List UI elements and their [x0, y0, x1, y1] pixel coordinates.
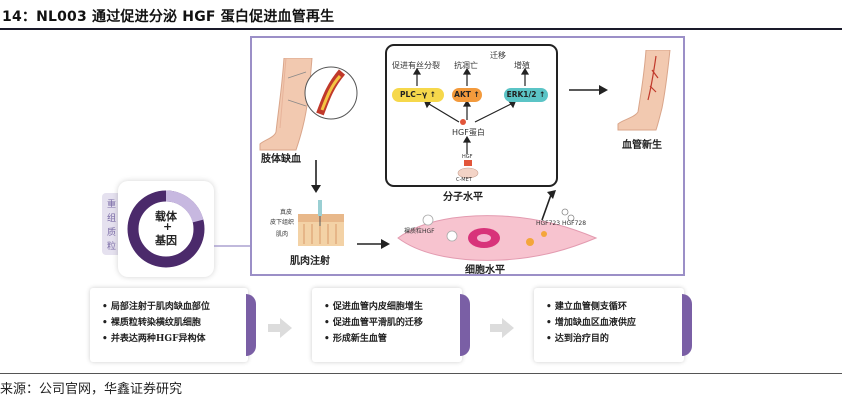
side-tag-char: 组	[107, 214, 117, 224]
pill-plc-gamma: PLC−γ ↑	[392, 88, 444, 102]
molecular-box	[385, 44, 558, 187]
down-arrow-icon	[311, 160, 321, 193]
cmet-label: C-MET	[456, 177, 472, 183]
effect-anti-apoptosis: 抗凋亡	[454, 61, 478, 70]
card-item: 并表达两种HGF异构体	[102, 331, 248, 347]
card-item: 裸质粒转染横纹肌细胞	[102, 315, 248, 331]
card-item: 达到治疗目的	[546, 331, 684, 347]
hgf-protein-label: HGF蛋白	[452, 128, 485, 137]
layer-subcutaneous: 皮下组织	[270, 219, 295, 226]
plasmid-hgf-label: 裸质粒HGF	[404, 228, 435, 235]
gray-arrow-icon	[268, 318, 292, 338]
pill-akt: AKT ↑	[452, 88, 482, 102]
cell-level-label: 细胞水平	[465, 265, 505, 276]
layer-muscle: 肌肉	[276, 231, 289, 238]
figure-title: 14：NL003 通过促进分泌 HGF 蛋白促进血管再生	[2, 9, 335, 25]
up-arrow-icon	[541, 190, 556, 221]
injection-label: 肌肉注射	[290, 256, 330, 267]
effect-proliferation: 增殖	[514, 61, 530, 70]
side-tag-char: 重	[107, 200, 117, 210]
pill-erk: ERK1/2 ↑	[504, 88, 548, 102]
source-note: 来源：公司官网，华鑫证券研究	[0, 382, 183, 397]
molecular-level-label: 分子水平	[443, 192, 483, 203]
healthy-leg-icon	[617, 50, 671, 131]
card-item: 局部注射于肌肉缺血部位	[102, 299, 248, 315]
bottom-rule	[0, 373, 842, 374]
step-card-1: 局部注射于肌肉缺血部位 裸质粒转染横纹肌细胞 并表达两种HGF异构体	[90, 288, 256, 362]
plasmid-card: 载体 + 基因	[118, 181, 214, 277]
vector-label: 载体	[155, 210, 177, 223]
gray-arrow-icon	[490, 318, 514, 338]
ischemia-label: 肢体缺血	[261, 154, 301, 165]
muscle-cell-icon	[397, 214, 598, 261]
hgf728-label: HGF728	[562, 220, 587, 227]
blocked-vessel-icon	[304, 66, 358, 120]
card-item: 增加缺血区血液供应	[546, 315, 684, 331]
right-arrow-icon	[569, 85, 608, 95]
zoom-callout	[287, 71, 307, 107]
side-tag-char: 粒	[107, 242, 117, 252]
top-rule	[0, 28, 842, 30]
card-item: 促进血管平滑肌的迁移	[324, 315, 462, 331]
hgf-molecule-icon	[561, 208, 575, 222]
plasmid-ring-icon	[127, 190, 205, 268]
c-met-receptor-icon	[457, 160, 479, 179]
card-accent	[246, 294, 256, 356]
step-card-3: 建立血管侧支循环 增加缺血区血液供应 达到治疗目的	[534, 288, 692, 362]
hgf-dot-icon	[460, 119, 466, 125]
regeneration-label: 血管新生	[622, 140, 662, 151]
right-arrow-icon	[357, 239, 390, 249]
card-accent	[682, 294, 692, 356]
gene-label: 基因	[155, 234, 177, 247]
card-item: 建立血管侧支循环	[546, 299, 684, 315]
hgf-small-label: HGF	[462, 154, 473, 160]
card-accent	[460, 294, 470, 356]
hgf723-label: HGF723	[536, 220, 561, 227]
step-card-2: 促进血管内皮细胞增生 促进血管平滑肌的迁移 形成新生血管	[312, 288, 470, 362]
plus-sign: +	[163, 220, 173, 233]
signaling-arrows	[412, 67, 530, 154]
effect-mitosis: 促进有丝分裂	[392, 61, 440, 70]
side-tag-char: 质	[107, 228, 117, 238]
card-item: 形成新生血管	[324, 331, 462, 347]
layer-dermis: 真皮	[280, 209, 293, 216]
muscle-tissue-icon	[298, 200, 344, 246]
card-item: 促进血管内皮细胞增生	[324, 299, 462, 315]
effect-migration: 迁移	[490, 51, 506, 60]
